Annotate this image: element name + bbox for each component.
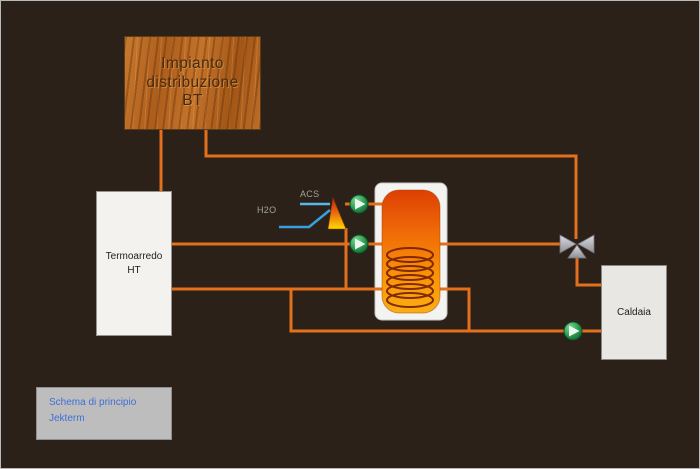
bt-distribution-label-line1: Impianto (161, 54, 224, 72)
caption-line1: Schema di principio (49, 397, 137, 408)
pump-icons (349, 194, 583, 341)
caption-line2: Jekterm (49, 413, 85, 424)
pipe-valve-to-caldaia (575, 251, 601, 287)
pump-supply-icon (349, 234, 369, 254)
cold-water-pipes (279, 202, 331, 229)
acs-label: ACS (300, 189, 320, 199)
termoarredo-label-line2: HT (127, 264, 141, 276)
mixing-group-triangle-icon (327, 196, 347, 230)
caldaia-box: Caldaia (601, 265, 667, 360)
termoarredo-box: Termoarredo HT (96, 191, 172, 336)
termoarredo-label-line1: Termoarredo (105, 251, 163, 262)
pipe-h2o-cold-feed (279, 209, 331, 229)
bt-distribution-label-line2: distribuzione (146, 73, 239, 91)
tank-cylinder (381, 189, 441, 314)
caption-box: Schema di principio Jekterm (36, 387, 172, 440)
pump-acs-icon (349, 194, 369, 214)
bt-distribution-label-line3: BT (182, 92, 203, 110)
pipe-bt-to-valve (204, 130, 578, 239)
bt-distribution-box: Impianto distribuzione BT (124, 36, 261, 130)
storage-tank-icon (381, 189, 441, 314)
tank-coil-icon (386, 247, 434, 308)
pipe-bottom-return (289, 289, 601, 333)
caldaia-label: Caldaia (617, 307, 651, 318)
pump-caldaia-icon (563, 321, 583, 341)
h2o-label: H2O (257, 205, 277, 215)
three-way-valve-icon (559, 234, 595, 259)
